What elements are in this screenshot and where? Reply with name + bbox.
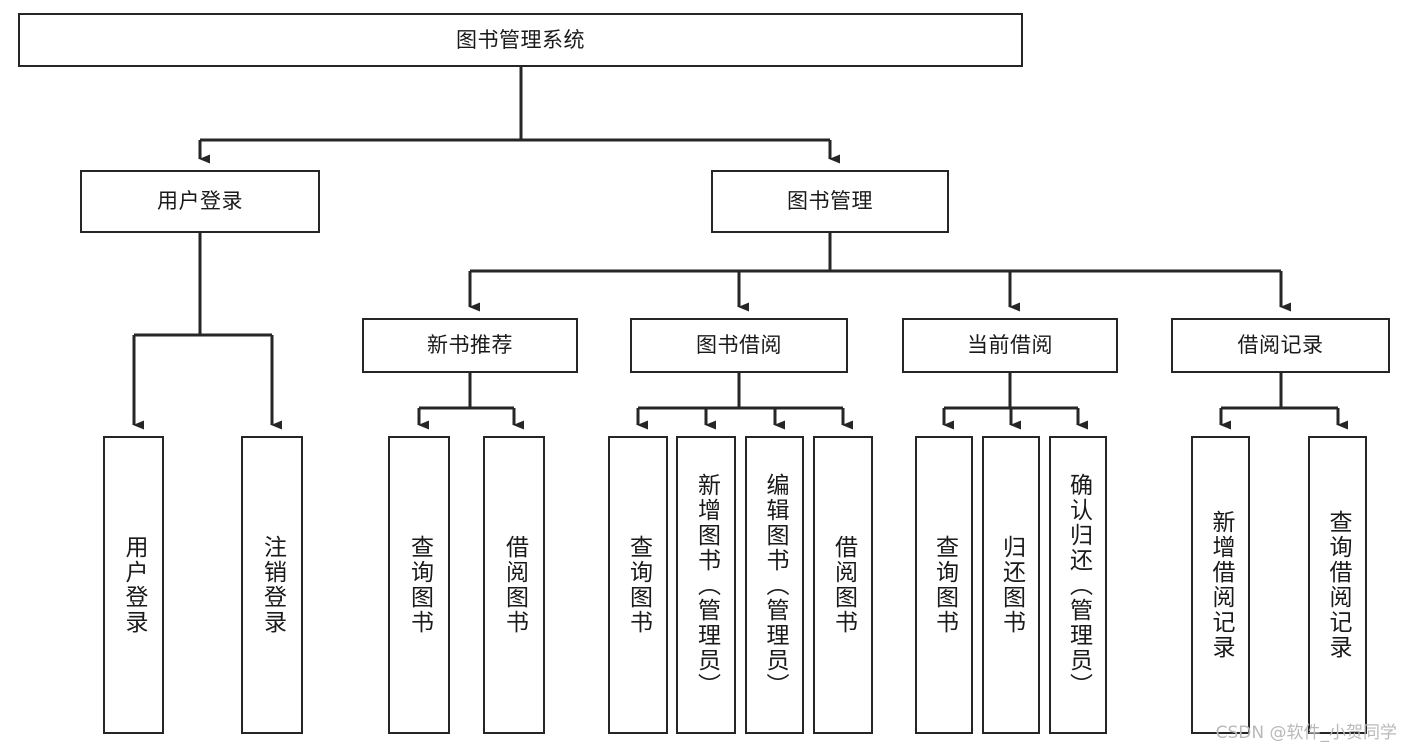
node-leaf-add-book[interactable]: 新增图书（管理员） [676, 436, 736, 734]
node-label: 新增借阅记录 [1208, 510, 1234, 660]
node-leaf-query-2[interactable]: 查询图书 [608, 436, 668, 734]
node-label: 图书管理系统 [456, 27, 585, 52]
node-label: 用户登录 [121, 535, 147, 635]
node-current-borrow[interactable]: 当前借阅 [902, 318, 1118, 373]
node-leaf-borrow-2[interactable]: 借阅图书 [813, 436, 873, 734]
node-book-borrow[interactable]: 图书借阅 [630, 318, 848, 373]
node-leaf-user-login[interactable]: 用户登录 [103, 436, 164, 734]
node-label: 编辑图书（管理员） [762, 472, 788, 698]
node-new-book-rec[interactable]: 新书推荐 [362, 318, 578, 373]
node-user-login[interactable]: 用户登录 [80, 170, 320, 233]
node-leaf-confirm[interactable]: 确认归还（管理员） [1049, 436, 1107, 734]
node-root[interactable]: 图书管理系统 [18, 13, 1023, 67]
node-label: 注销登录 [259, 535, 286, 635]
node-leaf-borrow-1[interactable]: 借阅图书 [483, 436, 545, 734]
node-label: 查询图书 [625, 535, 652, 635]
node-label: 新书推荐 [427, 333, 513, 358]
node-borrow-record[interactable]: 借阅记录 [1171, 318, 1390, 373]
node-leaf-add-rec[interactable]: 新增借阅记录 [1191, 436, 1250, 734]
node-leaf-return[interactable]: 归还图书 [982, 436, 1040, 734]
node-label: 当前借阅 [967, 333, 1053, 358]
node-label: 借阅图书 [830, 535, 857, 635]
node-label: 新增图书（管理员） [693, 472, 720, 698]
node-label: 借阅记录 [1237, 333, 1324, 358]
node-leaf-query-rec[interactable]: 查询借阅记录 [1308, 436, 1367, 734]
node-label: 图书管理 [787, 189, 873, 214]
edge-group [132, 67, 1348, 430]
node-leaf-query-1[interactable]: 查询图书 [388, 436, 450, 734]
node-label: 用户登录 [157, 189, 243, 214]
node-label: 图书借阅 [696, 333, 782, 358]
node-label: 归还图书 [998, 535, 1025, 635]
node-leaf-query-3[interactable]: 查询图书 [915, 436, 973, 734]
node-label: 查询图书 [931, 535, 958, 635]
node-leaf-edit-book[interactable]: 编辑图书（管理员） [745, 436, 804, 734]
node-label: 借阅图书 [501, 535, 528, 635]
node-label: 确认归还（管理员） [1065, 472, 1092, 698]
node-book-manage[interactable]: 图书管理 [711, 170, 949, 233]
node-label: 查询借阅记录 [1325, 510, 1351, 660]
node-label: 查询图书 [406, 535, 433, 635]
node-leaf-logout[interactable]: 注销登录 [241, 436, 303, 734]
